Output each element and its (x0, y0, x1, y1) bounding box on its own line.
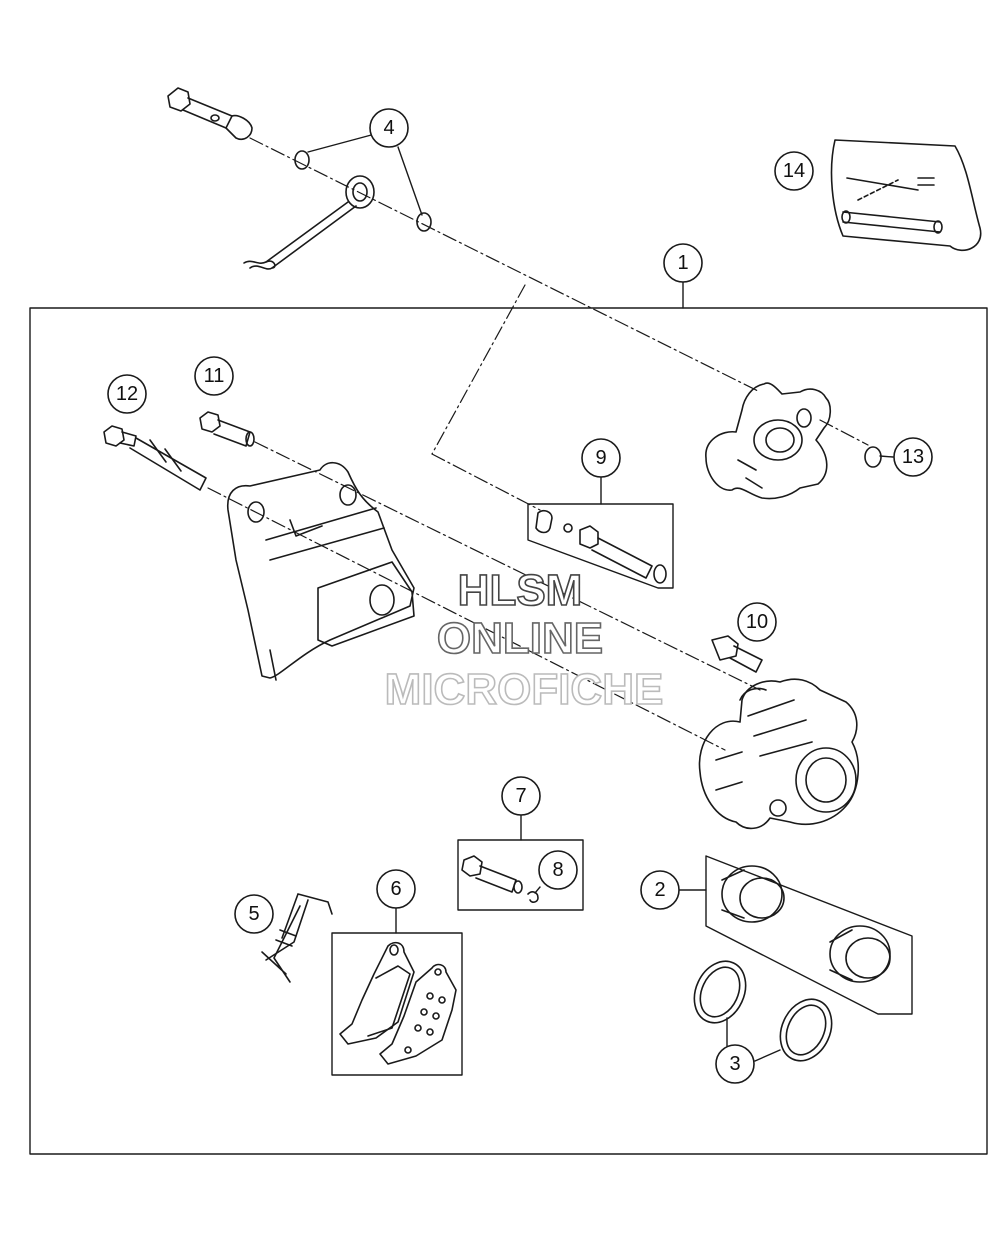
callout-8-label[interactable]: 8 (552, 859, 563, 881)
watermark-line-2: ONLINE (437, 614, 603, 663)
callout-7-label[interactable]: 7 (515, 785, 526, 807)
callout-14-label[interactable]: 14 (783, 160, 805, 182)
caliper-housing-upper (705, 382, 832, 500)
callout-14-circle (774, 151, 814, 191)
callout-12-circle (107, 374, 147, 414)
caliper-bracket-screw-short (199, 411, 255, 447)
leader-lines (307, 133, 894, 1062)
brake-line (243, 175, 375, 270)
brake-caliper (698, 678, 860, 830)
assembly-frame (29, 307, 988, 1155)
callout-3-circle (715, 1044, 755, 1084)
callout-1-circle (663, 243, 703, 283)
guide-pin-10 (711, 635, 763, 673)
caliper-bracket-screw-long (103, 425, 207, 491)
copper-washer-lower (416, 212, 432, 232)
callout-1-label[interactable]: 1 (677, 252, 688, 274)
callout-labels: 1 2 3 4 5 6 7 8 9 10 11 12 13 14 (116, 117, 924, 1075)
bleeder-valve-kit (527, 503, 674, 589)
guide-pin-kit (457, 839, 584, 911)
copper-washer-upper (294, 150, 310, 170)
callout-5-label[interactable]: 5 (248, 903, 259, 925)
watermark: HLSM ONLINE MICROFICHE (384, 565, 664, 715)
watermark-line-1: HLSM (458, 566, 583, 615)
piston-kit (705, 855, 913, 1015)
caliper-support-bracket (226, 461, 415, 681)
callout-13-circle (893, 437, 933, 477)
callout-13-label[interactable]: 13 (902, 446, 924, 468)
callout-4-label[interactable]: 4 (383, 117, 394, 139)
callout-12-label[interactable]: 12 (116, 383, 138, 405)
callout-11-circle (194, 356, 234, 396)
watermark-line-3: MICROFICHE (385, 665, 664, 714)
seal-rings (693, 960, 833, 1062)
callout-2-circle (640, 870, 680, 910)
brake-pads-set (331, 932, 463, 1076)
callout-10-circle (737, 602, 777, 642)
callout-11-label[interactable]: 11 (204, 365, 225, 387)
callout-10-label[interactable]: 10 (746, 611, 768, 633)
callout-circles (107, 108, 933, 1084)
callout-2-label[interactable]: 2 (654, 879, 665, 901)
callout-3-label[interactable]: 3 (729, 1053, 740, 1075)
callout-9-circle (581, 438, 621, 478)
repair-kit-manual (830, 139, 982, 252)
callout-6-circle (376, 869, 416, 909)
callout-9-label[interactable]: 9 (595, 447, 606, 469)
callout-8-circle (538, 850, 578, 890)
callout-7-circle (501, 776, 541, 816)
callout-6-label[interactable]: 6 (390, 878, 401, 900)
o-ring-13 (864, 446, 882, 468)
pad-spring (261, 893, 333, 983)
callout-4-circle (369, 108, 409, 148)
callout-5-circle (234, 894, 274, 934)
banjo-bolt (167, 87, 253, 141)
